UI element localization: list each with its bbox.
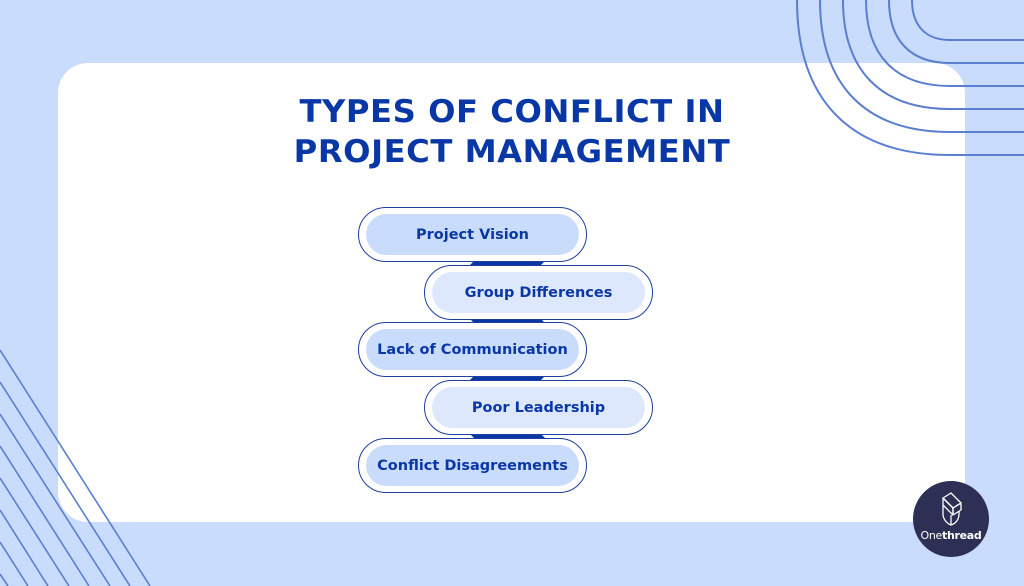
title-line-2: PROJECT MANAGEMENT [293,134,731,170]
onethread-logo: Onethread [913,481,989,557]
logo-mark-icon [942,492,962,526]
flow-item-label: Lack of Communication [377,341,568,358]
page-title: TYPES OF CONFLICT IN PROJECT MANAGEMENT [0,92,1024,172]
flow-item-label: Poor Leadership [471,399,606,416]
flow-item-conflict-disagreements: Conflict Disagreements [358,438,587,493]
title-line-1: TYPES OF CONFLICT IN [299,94,725,130]
flow-item-poor-leadership: Poor Leadership [424,380,653,435]
flow-item-project-vision: Project Vision [358,207,587,262]
flow-item-lack-of-communication: Lack of Communication [358,322,587,377]
top-right-arcs-icon [796,0,1024,156]
flow-item-label: Project Vision [416,226,529,243]
logo-wordmark: Onethread [920,529,982,542]
bottom-left-diagonals-icon [0,349,151,586]
flow-item-group-differences: Group Differences [424,265,653,320]
flow-item-label: Conflict Disagreements [377,457,568,474]
flow-item-label: Group Differences [464,284,613,301]
